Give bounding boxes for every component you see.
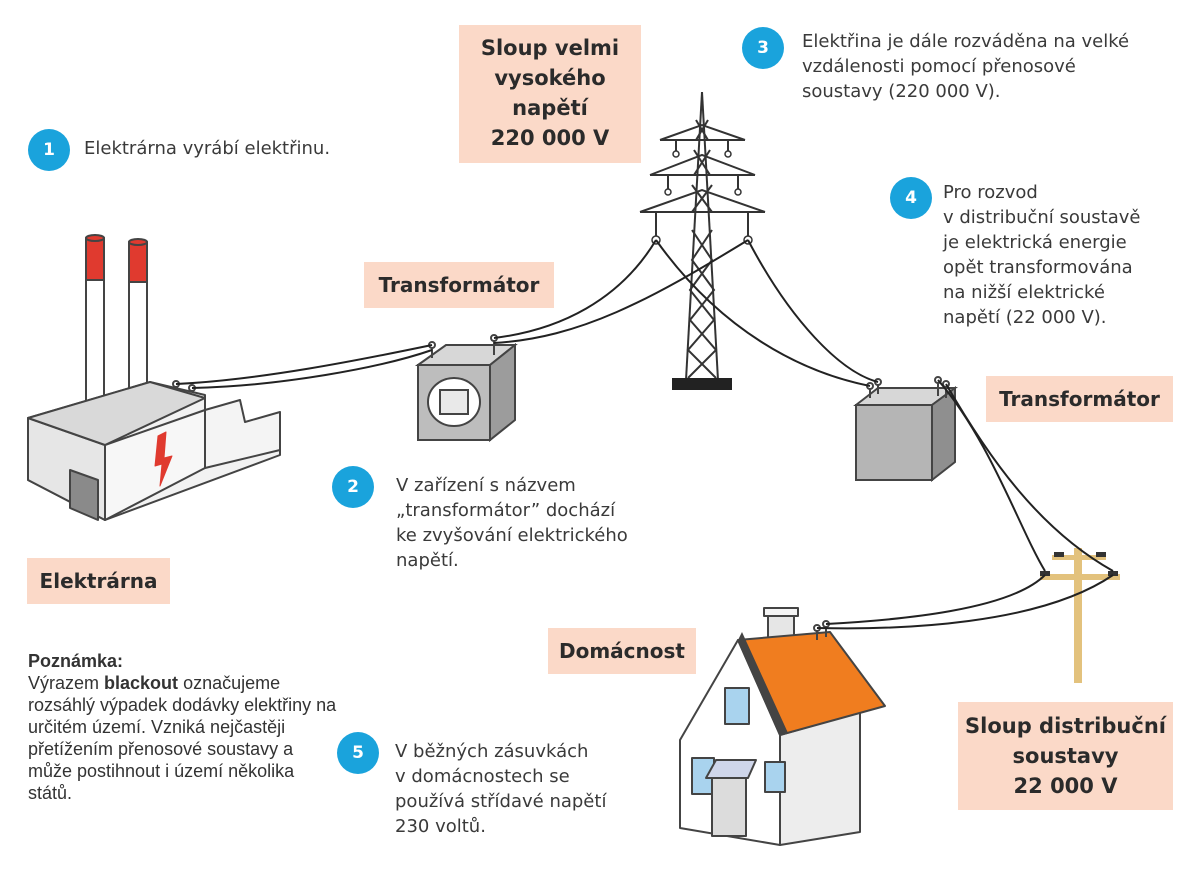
label-transformer-1: Transformátor: [364, 262, 554, 308]
label-power-plant: Elektrárna: [27, 558, 170, 604]
step-down-transformer-illustration: [853, 376, 959, 483]
label-tower-line-1: Sloup velmi: [480, 36, 620, 60]
step-4: 4 Pro rozvod v distribuční soustavě je e…: [890, 177, 1141, 330]
label-transformer-2: Transformátor: [986, 376, 1173, 422]
note-term: blackout: [104, 673, 179, 693]
step-text-2: V zařízení s názvem „transformátor” doch…: [396, 475, 628, 571]
step-number-5: 5: [337, 732, 379, 774]
note-body: označujeme rozsáhlý výpadek dodávky elek…: [28, 673, 337, 803]
step-5: 5 V běžných zásuvkách v domácnostech se …: [337, 732, 606, 839]
step-1: 1 Elektrárna vyrábí elektřinu.: [28, 129, 330, 171]
tower-base: [672, 378, 732, 390]
step-up-transformer-illustration: [414, 334, 518, 443]
step-text-5: V běžných zásuvkách v domácnostech se po…: [395, 741, 607, 837]
step-text-1: Elektrárna vyrábí elektřinu.: [84, 138, 331, 159]
step-text-3: Elektřina je dále rozváděna na velké vzd…: [802, 31, 1130, 102]
step-text-4: Pro rozvod v distribuční soustavě je ele…: [943, 182, 1141, 328]
power-lines: [175, 239, 1114, 630]
note-prefix: Výrazem: [28, 673, 105, 693]
step-3: 3 Elektřina je dále rozváděna na velké v…: [742, 27, 1129, 104]
step-number-3: 3: [742, 27, 784, 69]
note-heading: Poznámka:: [28, 651, 124, 671]
step-number-4: 4: [890, 177, 932, 219]
high-voltage-tower-illustration: [639, 91, 766, 381]
note-body-wrapper: Výrazem blackout označujeme rozsáhlý výp…: [28, 672, 338, 804]
label-distribution-pole: Sloup distribuční soustavy 22 000 V: [958, 702, 1173, 810]
note-blackout: Poznámka: Výrazem blackout označujeme ro…: [28, 650, 338, 804]
house-illustration: [679, 607, 886, 846]
step-number-2: 2: [332, 466, 374, 508]
label-tower-high-voltage: Sloup velmi vysokého napětí 220 000 V: [459, 25, 641, 163]
label-tower-line-4: 220 000 V: [490, 126, 610, 150]
label-tower-line-3: napětí: [512, 96, 588, 120]
label-pole-line-2: soustavy: [1012, 744, 1119, 768]
power-plant-illustration: [27, 234, 281, 521]
step-number-1: 1: [28, 129, 70, 171]
distribution-pole-illustration: [1040, 548, 1120, 683]
label-pole-line-1: Sloup distribuční: [965, 714, 1166, 738]
label-tower-line-2: vysokého: [494, 66, 606, 90]
label-household: Domácnost: [548, 628, 696, 674]
label-pole-line-3: 22 000 V: [1013, 774, 1118, 798]
step-2: 2 V zařízení s názvem „transformátor” do…: [332, 466, 628, 573]
